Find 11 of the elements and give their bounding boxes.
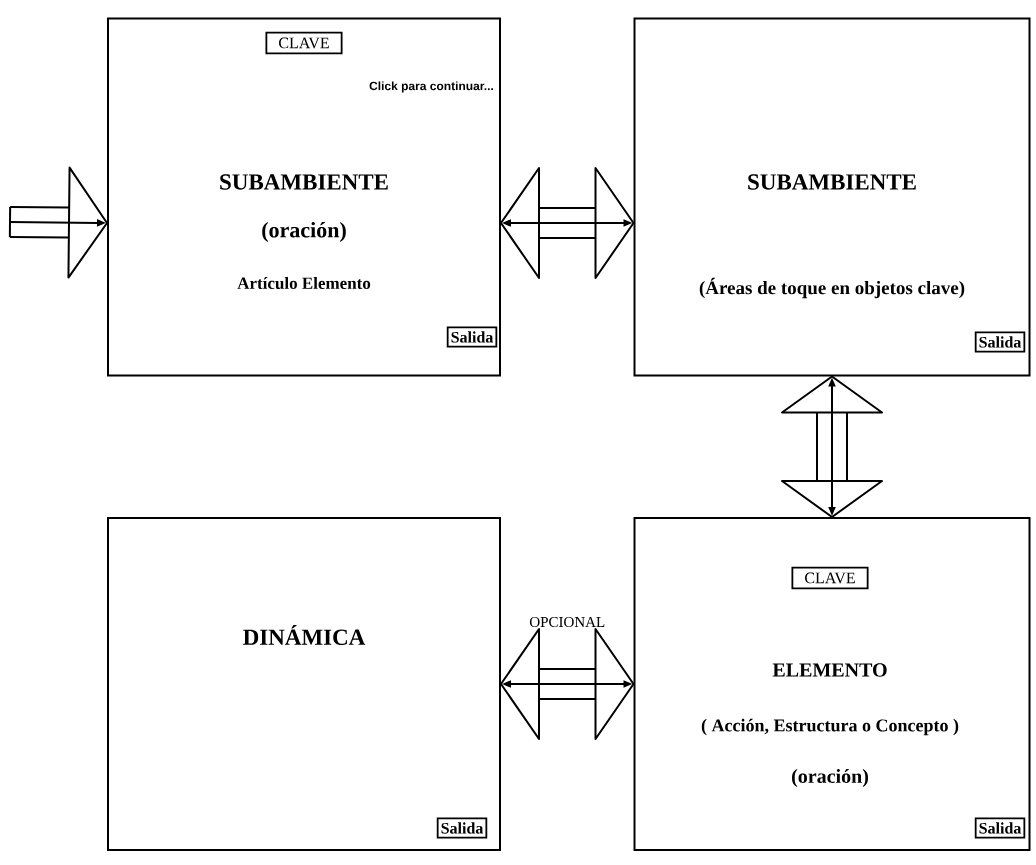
key-button: CLAVE [791,566,869,590]
arrow [781,375,883,518]
exit-button: Salida [974,331,1026,353]
exit-button: Salida [446,326,498,348]
exit-button: Salida [436,817,488,839]
key-button: CLAVE [265,31,343,55]
arrow [500,628,635,740]
exit-button: Salida [974,817,1026,839]
arrow [500,167,635,279]
edge-label: OPCIONAL [528,615,607,629]
arrow [8,166,108,279]
